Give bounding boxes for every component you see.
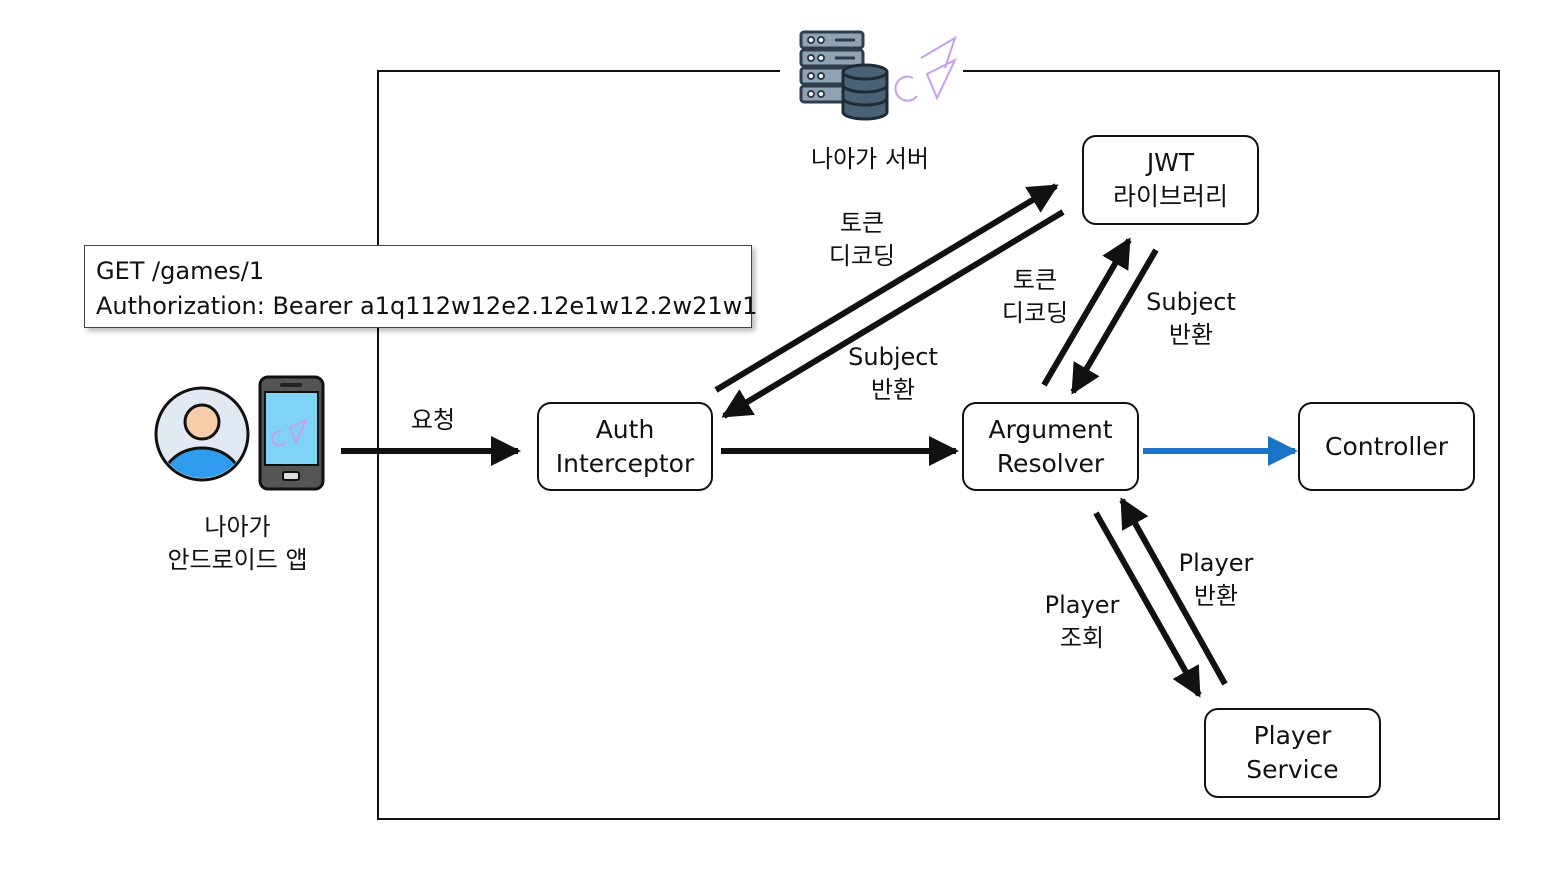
edge-label-player-lookup: Player 조회 [1044,591,1120,652]
controller-node: Controller [1298,402,1475,491]
arrow-interceptor-to-jwt [714,183,1059,393]
client-label: 나아가 안드로이드 앱 [167,513,308,574]
naaga-logo-icon [894,35,958,102]
edge-label-interceptor-token-decoding: 토큰 디코딩 [828,209,896,270]
jwt-library-node: JWT 라이브러리 [1082,135,1259,225]
server-label: 나아가 서버 [810,145,930,173]
arrow-player-service-to-resolver [1119,497,1228,686]
player-service-node: Player Service [1204,708,1381,798]
arrow-jwt-to-resolver [1070,248,1159,395]
arrow-resolver-to-jwt [1041,237,1132,387]
edge-label-resolver-subject-return: Subject 반환 [1146,288,1236,349]
client-icons [154,375,325,491]
authorization-header: Authorization: Bearer a1q112w12e2.12e1w1… [96,292,758,320]
auth-interceptor-node: Auth Interceptor [537,402,713,491]
edge-label-interceptor-subject-return: Subject 반환 [848,343,938,404]
argument-resolver-node: Argument Resolver [962,402,1139,491]
user-avatar-icon [154,386,250,482]
edge-label-request: 요청 [410,406,456,434]
request-line: GET /games/1 [96,257,265,285]
arrow-resolver-to-player-service [1093,511,1202,698]
edge-label-resolver-token-decoding: 토큰 디코딩 [1001,266,1069,327]
smartphone-icon [258,375,325,491]
server-database-icon [799,30,958,121]
edge-label-player-return: Player 반환 [1178,549,1254,610]
http-request-box: GET /games/1 Authorization: Bearer a1q11… [84,245,758,328]
arrow-jwt-to-interceptor [721,209,1065,419]
